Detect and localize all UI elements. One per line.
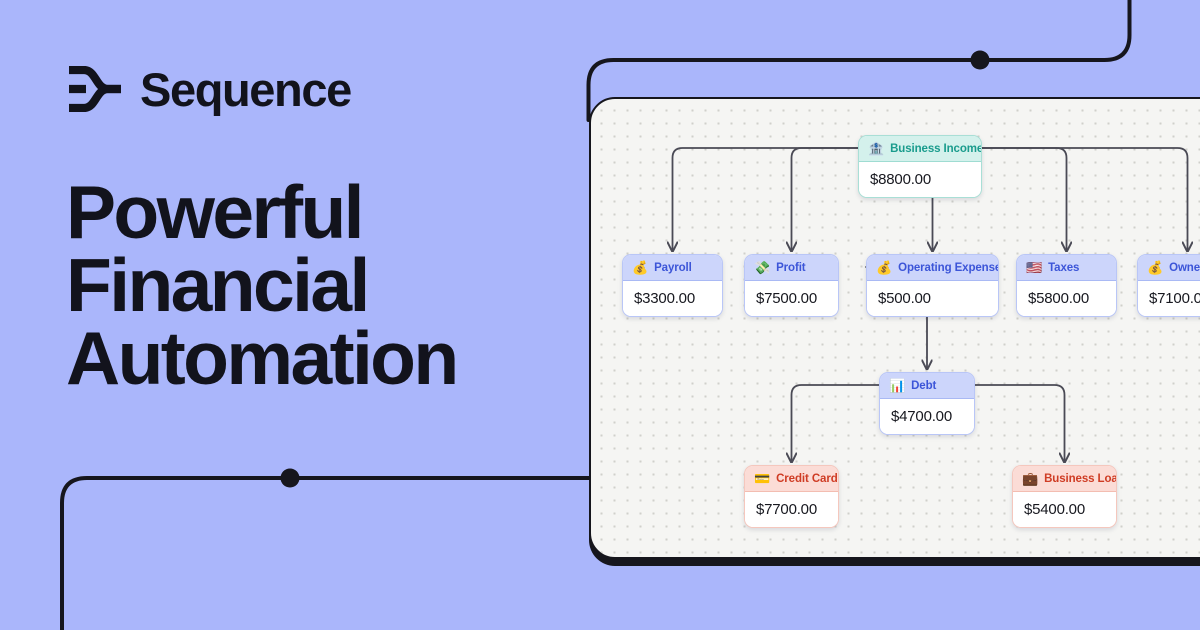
- headline-line-2: Financial: [66, 242, 370, 327]
- flow-node-label: Business Loan: [1044, 472, 1117, 485]
- headline-line-3: Automation: [66, 315, 459, 400]
- flow-node-label: Owner's: [1169, 261, 1200, 274]
- flow-node-header: 💰 Owner's: [1138, 255, 1200, 281]
- flow-node-label: Credit Card: [776, 472, 838, 485]
- money-wings-icon: 💸: [754, 260, 771, 275]
- flow-node-amount: $7500.00: [745, 281, 838, 316]
- flow-node-taxes[interactable]: 🇺🇸 Taxes $5800.00: [1016, 254, 1117, 317]
- bar-chart-icon: 📊: [889, 378, 906, 393]
- flow-node-header: 💰 Operating Expenses: [867, 255, 998, 281]
- flow-node-owners[interactable]: 💰 Owner's $7100.00: [1137, 254, 1200, 317]
- flow-node-credit-card[interactable]: 💳 Credit Card $7700.00: [744, 465, 839, 528]
- flow-node-debt[interactable]: 📊 Debt $4700.00: [879, 372, 975, 435]
- money-bag-icon: 💰: [632, 260, 649, 275]
- credit-card-icon: 💳: [754, 471, 771, 486]
- money-bag-icon: 💰: [876, 260, 893, 275]
- wordmark: Sequence: [140, 62, 352, 116]
- flow-node-payroll[interactable]: 💰 Payroll $3300.00: [622, 254, 723, 317]
- logo-row: Sequence: [66, 58, 536, 120]
- flow-node-amount: $5800.00: [1017, 281, 1116, 316]
- bank-icon: 🏦: [868, 141, 885, 156]
- flow-node-amount: $3300.00: [623, 281, 722, 316]
- flow-node-label: Operating Expenses: [898, 261, 999, 274]
- us-flag-icon: 🇺🇸: [1026, 260, 1043, 275]
- flow-node-business-income[interactable]: 🏦 Business Income $8800.00: [858, 135, 982, 198]
- headline-line-1: Powerful: [66, 170, 365, 254]
- flow-node-label: Taxes: [1048, 261, 1080, 274]
- flow-node-header: 💳 Credit Card: [745, 466, 838, 492]
- page-title: Powerful Financial Automation: [66, 170, 536, 400]
- flow-node-business-loan[interactable]: 💼 Business Loan $5400.00: [1012, 465, 1117, 528]
- flow-node-amount: $500.00: [867, 281, 998, 316]
- flow-node-amount: $7700.00: [745, 492, 838, 527]
- flow-node-header: 🇺🇸 Taxes: [1017, 255, 1116, 281]
- money-bag-icon: 💰: [1147, 260, 1164, 275]
- flow-node-label: Business Income: [890, 142, 982, 155]
- flow-node-amount: $8800.00: [859, 162, 981, 197]
- flow-node-label: Payroll: [654, 261, 692, 274]
- flow-canvas-card[interactable]: 🏦 Business Income $8800.00 💰 Payroll $3300.00…: [589, 97, 1200, 559]
- briefcase-icon: 💼: [1022, 471, 1039, 486]
- flow-node-operating-expenses[interactable]: 💰 Operating Expenses $500.00: [866, 254, 999, 317]
- flow-node-header: 💸 Profit: [745, 255, 838, 281]
- flow-node-label: Debt: [911, 379, 937, 392]
- flow-node-amount: $4700.00: [880, 399, 974, 434]
- flow-node-amount: $5400.00: [1013, 492, 1116, 527]
- flow-node-header: 📊 Debt: [880, 373, 974, 399]
- flow-node-label: Profit: [776, 261, 806, 274]
- flow-node-header: 🏦 Business Income: [859, 136, 981, 162]
- brand-block: Sequence Powerful Financial Automation: [66, 58, 536, 400]
- flow-node-header: 💰 Payroll: [623, 255, 722, 281]
- flow-node-profit[interactable]: 💸 Profit $7500.00: [744, 254, 839, 317]
- sequence-x-mark-icon: [69, 66, 121, 112]
- flow-node-amount: $7100.00: [1138, 281, 1200, 316]
- flow-node-header: 💼 Business Loan: [1013, 466, 1116, 492]
